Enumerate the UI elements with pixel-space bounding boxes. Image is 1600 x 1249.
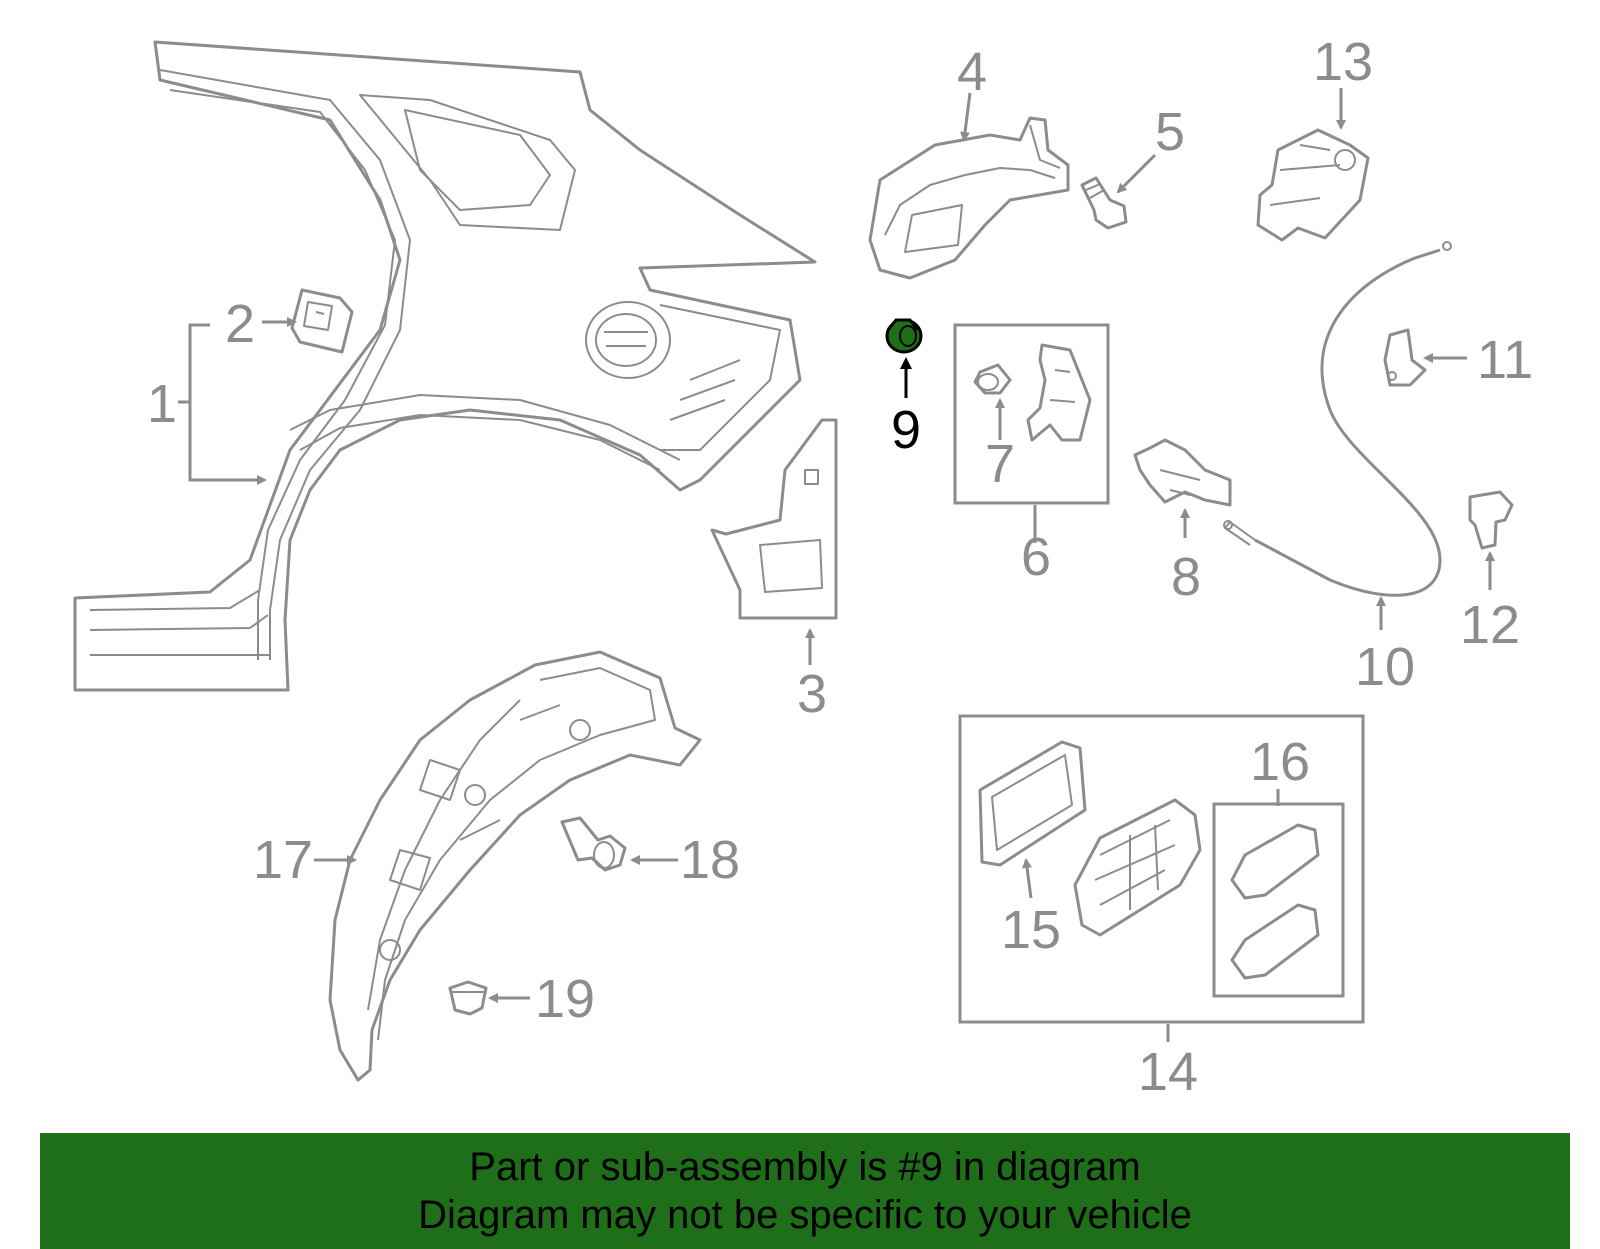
kit-box-part-14 [958, 714, 1365, 1024]
pad-part-16 [1230, 823, 1320, 980]
callout-15: 15 [1001, 900, 1061, 960]
callout-17: 17 [253, 830, 313, 890]
banner-line-part-number: Part or sub-assembly is #9 in diagram [469, 1145, 1141, 1189]
callout-16: 16 [1250, 732, 1310, 792]
callout-labels: 1 2 3 4 5 6 7 8 9 10 11 12 13 14 15 16 1… [147, 32, 1533, 1102]
bolt-part-5 [1080, 176, 1128, 230]
callout-12: 12 [1460, 595, 1520, 655]
callout-10: 10 [1355, 637, 1415, 697]
callout-5: 5 [1155, 102, 1185, 162]
quarter-panel-part-1 [73, 40, 817, 692]
callout-11: 11 [1477, 330, 1533, 390]
banner-line-disclaimer: Diagram may not be specific to your vehi… [418, 1193, 1192, 1237]
wheel-liner-part-17 [328, 650, 702, 1082]
seal-part-15 [978, 740, 1087, 867]
release-cable-part-10 [1223, 241, 1452, 597]
callout-7: 7 [985, 434, 1015, 494]
callout-6: 6 [1021, 527, 1051, 587]
fuel-door-panel-part-14 [1073, 798, 1202, 937]
callout-18: 18 [680, 830, 740, 890]
callout-2: 2 [225, 294, 255, 354]
info-banner: Part or sub-assembly is #9 in diagram Di… [40, 1133, 1570, 1249]
callout-1: 1 [147, 374, 177, 434]
bracket-part-2 [290, 288, 354, 354]
grommet-part-7 [973, 363, 1012, 395]
fuel-door-housing-part-4 [868, 116, 1070, 280]
clip-part-19 [448, 980, 488, 1016]
bracket-in-kit-part-6 [1026, 343, 1092, 442]
callout-14: 14 [1138, 1042, 1198, 1102]
push-pin-part-18 [560, 816, 627, 872]
kit-box-part-16 [1212, 802, 1345, 998]
inner-panel-part-3 [710, 418, 838, 620]
callout-4: 4 [957, 42, 987, 102]
callout-8: 8 [1171, 547, 1201, 607]
kit-box-part-6 [953, 323, 1110, 505]
push-clip-part-12 [1468, 490, 1514, 550]
highlighted-grommet-part-9 [885, 318, 923, 354]
callout-13: 13 [1313, 32, 1373, 92]
callout-9: 9 [891, 400, 921, 460]
leader-lines [178, 88, 1495, 1042]
hinge-part-8 [1133, 438, 1232, 507]
actuator-part-13 [1256, 128, 1370, 242]
clip-part-11 [1383, 328, 1427, 387]
callout-19: 19 [535, 969, 595, 1029]
callout-3: 3 [797, 664, 827, 724]
